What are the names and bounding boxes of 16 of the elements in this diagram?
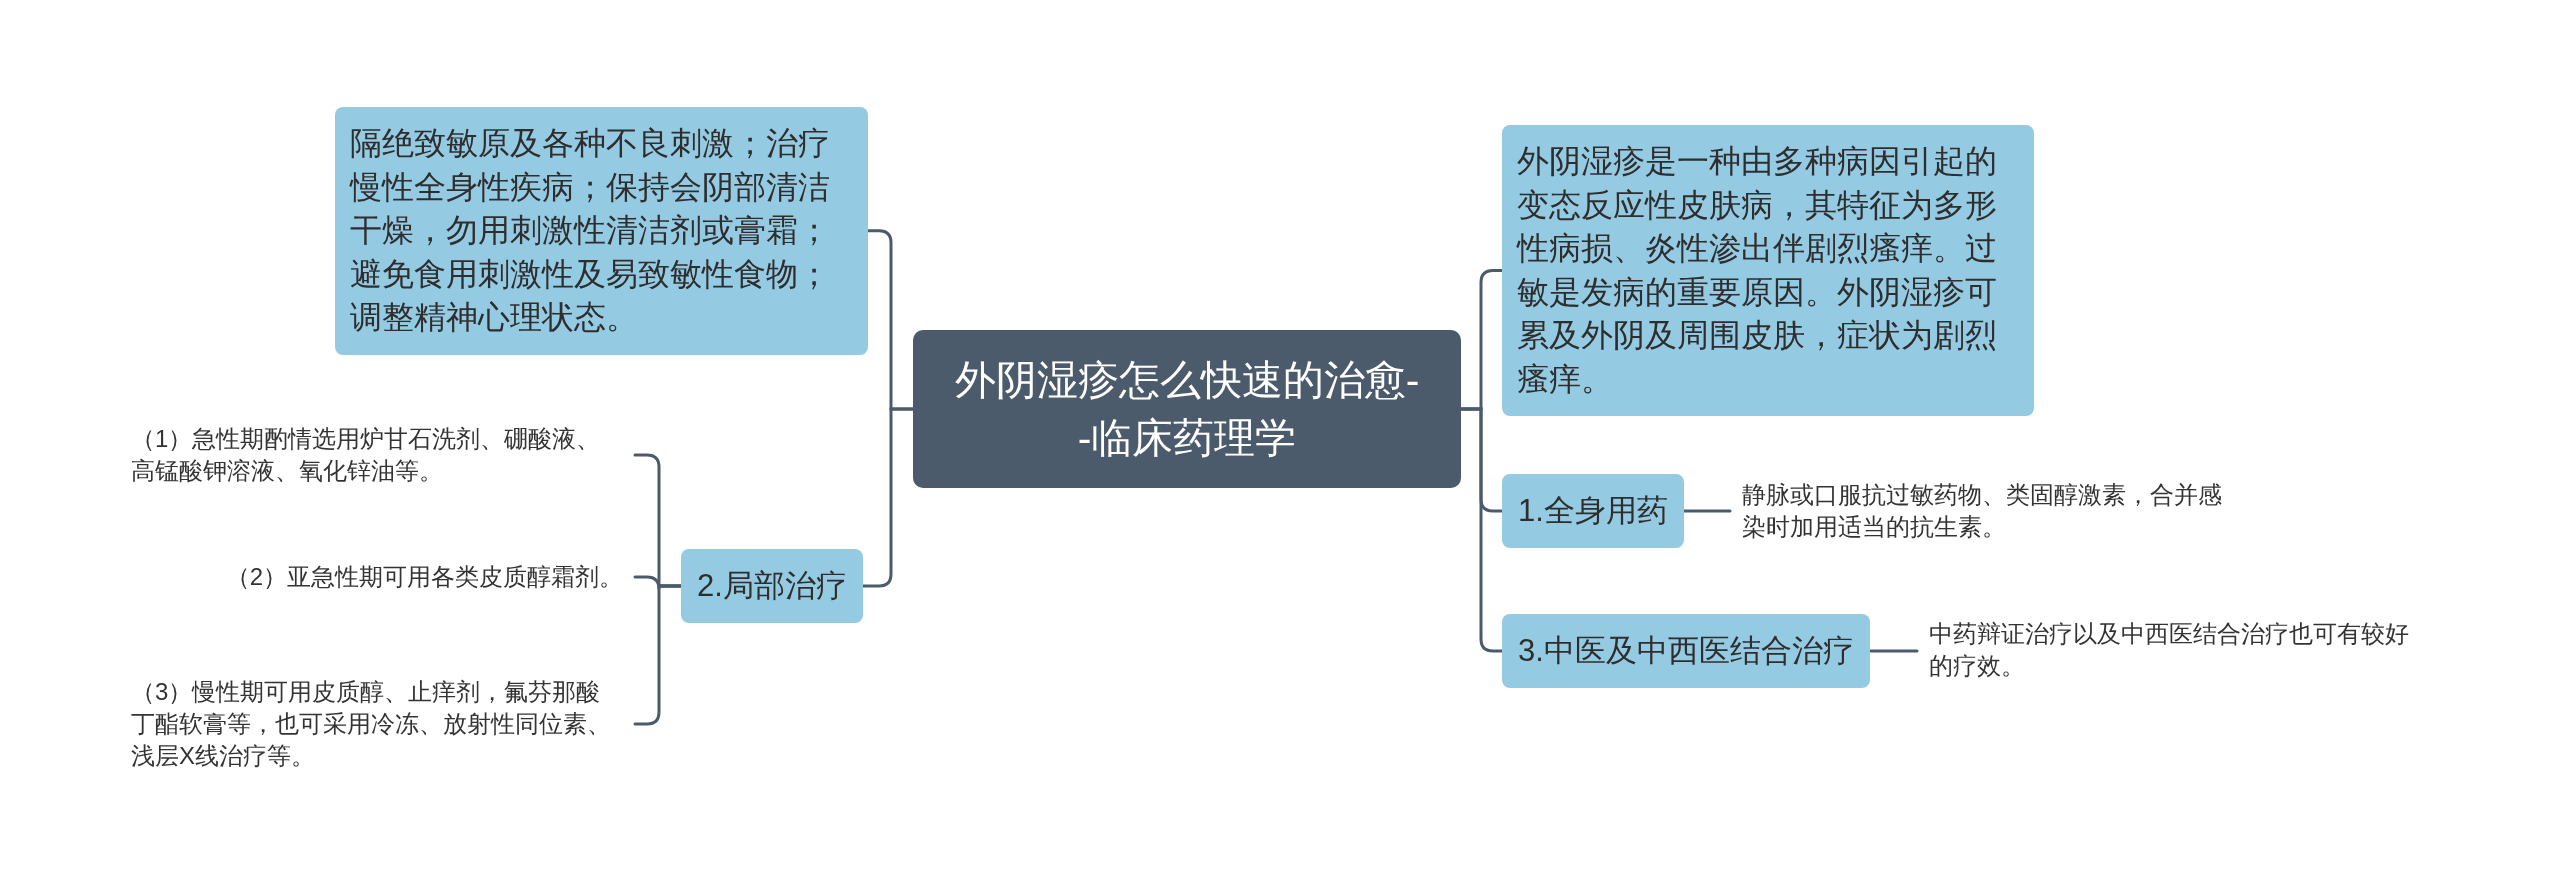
subtopic-box: 3.中医及中西医结合治疗: [1502, 614, 1870, 688]
leaf-text: （3）慢性期可用皮质醇、止痒剂，氟芬那酸丁酯软膏等，也可采用冷冻、放射性同位素、浅层X线治疗等。: [131, 676, 635, 772]
subtopic-box: 2.局部治疗: [681, 549, 863, 623]
note-box: 隔绝致敏原及各种不良刺激；治疗慢性全身性疾病；保持会阴部清洁干燥，勿用刺激性清洁剂或膏霜；避免食用刺激性及易致敏性食物；调整精神心理状态。: [335, 107, 868, 355]
subtopic-box: 1.全身用药: [1502, 474, 1684, 548]
connector-line: [1868, 649, 1919, 653]
connector-line: [861, 407, 915, 588]
leaf-text: 静脉或口服抗过敏药物、类固醇激素，合并感染时加用适当的抗生素。: [1730, 479, 2234, 543]
connector-line: [1682, 509, 1732, 513]
note-box: 外阴湿疹是一种由多种病因引起的变态反应性皮肤病，其特征为多形性病损、炎性渗出伴剧烈瘙痒。过敏是发病的重要原因。外阴湿疹可累及外阴及周围皮肤，症状为剧烈瘙痒。: [1502, 125, 2034, 416]
connector-line: [633, 584, 683, 726]
main-topic-box: 外阴湿疹怎么快速的治愈--临床药理学: [913, 330, 1461, 488]
leaf-text: （2）亚急性期可用各类皮质醇霜剂。: [225, 561, 635, 593]
connector-line: [1459, 407, 1504, 653]
leaf-text: 中药辩证治疗以及中西医结合治疗也可有较好的疗效。: [1917, 618, 2421, 682]
leaf-text: （1）急性期酌情选用炉甘石洗剂、硼酸液、高锰酸钾溶液、氧化锌油等。: [131, 423, 635, 487]
